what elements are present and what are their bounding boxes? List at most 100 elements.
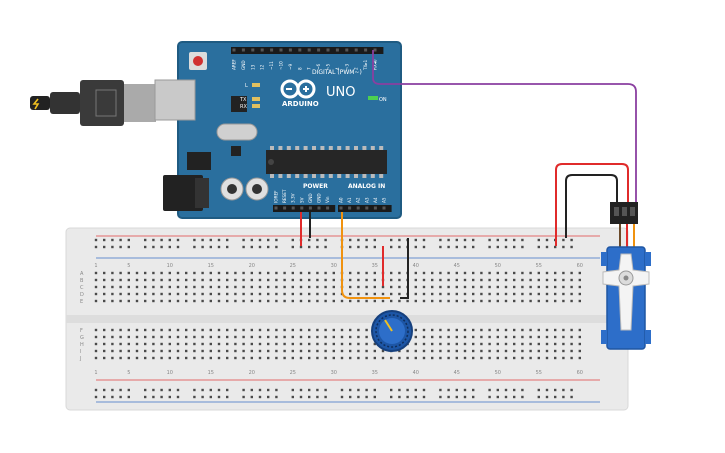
- breadboard-hole: [135, 349, 139, 353]
- header-pin[interactable]: [288, 48, 292, 52]
- breadboard-hole: [480, 349, 483, 353]
- breadboard-hole: [504, 238, 508, 242]
- breadboard-hole: [422, 335, 426, 339]
- header-pin[interactable]: [354, 48, 358, 52]
- breadboard-hole: [193, 285, 196, 289]
- header-pin[interactable]: [348, 206, 352, 210]
- header-pin[interactable]: [326, 48, 330, 52]
- breadboard-hole: [193, 342, 196, 346]
- header-pin[interactable]: [283, 206, 287, 210]
- header-pin[interactable]: [232, 48, 236, 52]
- breadboard-hole: [578, 342, 581, 346]
- header-pin[interactable]: [291, 206, 295, 210]
- breadboard-hole: [537, 388, 540, 392]
- header-pin[interactable]: [356, 206, 360, 210]
- breadboard-hole: [291, 388, 294, 392]
- breadboard-hole: [463, 388, 467, 392]
- potentiometer[interactable]: [371, 310, 413, 352]
- header-pin[interactable]: [274, 206, 278, 210]
- header-pin[interactable]: [298, 48, 302, 52]
- breadboard-hole: [537, 342, 540, 346]
- breadboard-hole: [422, 299, 426, 303]
- header-pin[interactable]: [382, 206, 386, 210]
- breadboard-hole: [217, 356, 221, 360]
- header-pin[interactable]: [373, 206, 377, 210]
- breadboard-hole: [308, 271, 311, 275]
- breadboard-hole: [185, 292, 188, 296]
- breadboard-hole: [152, 356, 155, 360]
- breadboard-hole: [496, 395, 499, 399]
- header-pin[interactable]: [365, 206, 369, 210]
- breadboard-hole: [226, 335, 229, 339]
- header-pin[interactable]: [279, 48, 283, 52]
- breadboard-hole: [398, 238, 401, 242]
- breadboard-hole: [176, 388, 180, 392]
- breadboard-hole: [398, 285, 401, 289]
- breadboard-hole: [127, 335, 130, 339]
- header-pin[interactable]: [339, 206, 343, 210]
- header-pin[interactable]: [307, 48, 311, 52]
- breadboard-hole: [283, 292, 286, 296]
- led-rx-label: RX: [240, 104, 247, 110]
- breadboard-hole: [217, 299, 221, 303]
- breadboard-hole: [201, 328, 204, 332]
- breadboard-hole: [111, 342, 114, 346]
- header-pin[interactable]: [300, 206, 304, 210]
- breadboard-hole: [570, 245, 573, 249]
- chip-pin: [362, 146, 367, 150]
- header-pin[interactable]: [335, 48, 339, 52]
- header-pin[interactable]: [270, 48, 274, 52]
- breadboard-hole: [414, 299, 417, 303]
- header-pin[interactable]: [317, 48, 321, 52]
- pin-label: 12: [260, 64, 265, 70]
- chip-pin: [370, 146, 375, 150]
- breadboard-hole: [365, 278, 368, 282]
- wire-signal-purple: [372, 50, 637, 205]
- breadboard-hole: [545, 278, 549, 282]
- breadboard-hole: [144, 342, 147, 346]
- breadboard-hole: [267, 299, 270, 303]
- breadboard-hole: [291, 349, 294, 353]
- header-pin[interactable]: [251, 48, 255, 52]
- column-number: 45: [454, 263, 460, 269]
- header-pin[interactable]: [308, 206, 312, 210]
- breadboard-hole: [324, 342, 327, 346]
- breadboard-hole: [160, 245, 163, 249]
- breadboard-hole: [291, 335, 294, 339]
- chip-pin: [337, 146, 342, 150]
- breadboard-hole: [250, 356, 253, 360]
- chip-pin: [278, 146, 283, 150]
- header-pin[interactable]: [241, 48, 245, 52]
- breadboard-hole: [324, 335, 327, 339]
- header-pin[interactable]: [345, 48, 349, 52]
- breadboard-hole: [103, 285, 106, 289]
- breadboard-hole: [472, 335, 475, 339]
- header-pin[interactable]: [317, 206, 321, 210]
- header-pin[interactable]: [373, 48, 377, 52]
- header-pin[interactable]: [364, 48, 368, 52]
- breadboard-hole: [283, 278, 286, 282]
- breadboard-hole: [447, 278, 450, 282]
- breadboard-hole: [209, 349, 212, 353]
- breadboard-hole: [480, 342, 483, 346]
- pin-label: IOREF: [274, 190, 279, 203]
- breadboard-hole: [537, 271, 540, 275]
- breadboard-hole: [529, 271, 532, 275]
- header-pin[interactable]: [260, 48, 264, 52]
- breadboard-hole: [160, 335, 163, 339]
- breadboard-hole: [390, 238, 393, 242]
- breadboard-hole: [144, 349, 147, 353]
- breadboard-hole: [463, 245, 467, 249]
- column-number: 1: [94, 263, 97, 269]
- breadboard-hole: [570, 278, 573, 282]
- breadboard-hole: [324, 271, 327, 275]
- breadboard-hole: [439, 238, 442, 242]
- header-pin[interactable]: [326, 206, 330, 210]
- breadboard-hole: [488, 328, 491, 332]
- breadboard-hole: [258, 238, 262, 242]
- breadboard-hole: [513, 292, 516, 296]
- breadboard-hole: [291, 271, 294, 275]
- breadboard-hole: [267, 356, 270, 360]
- breadboard-hole: [152, 299, 155, 303]
